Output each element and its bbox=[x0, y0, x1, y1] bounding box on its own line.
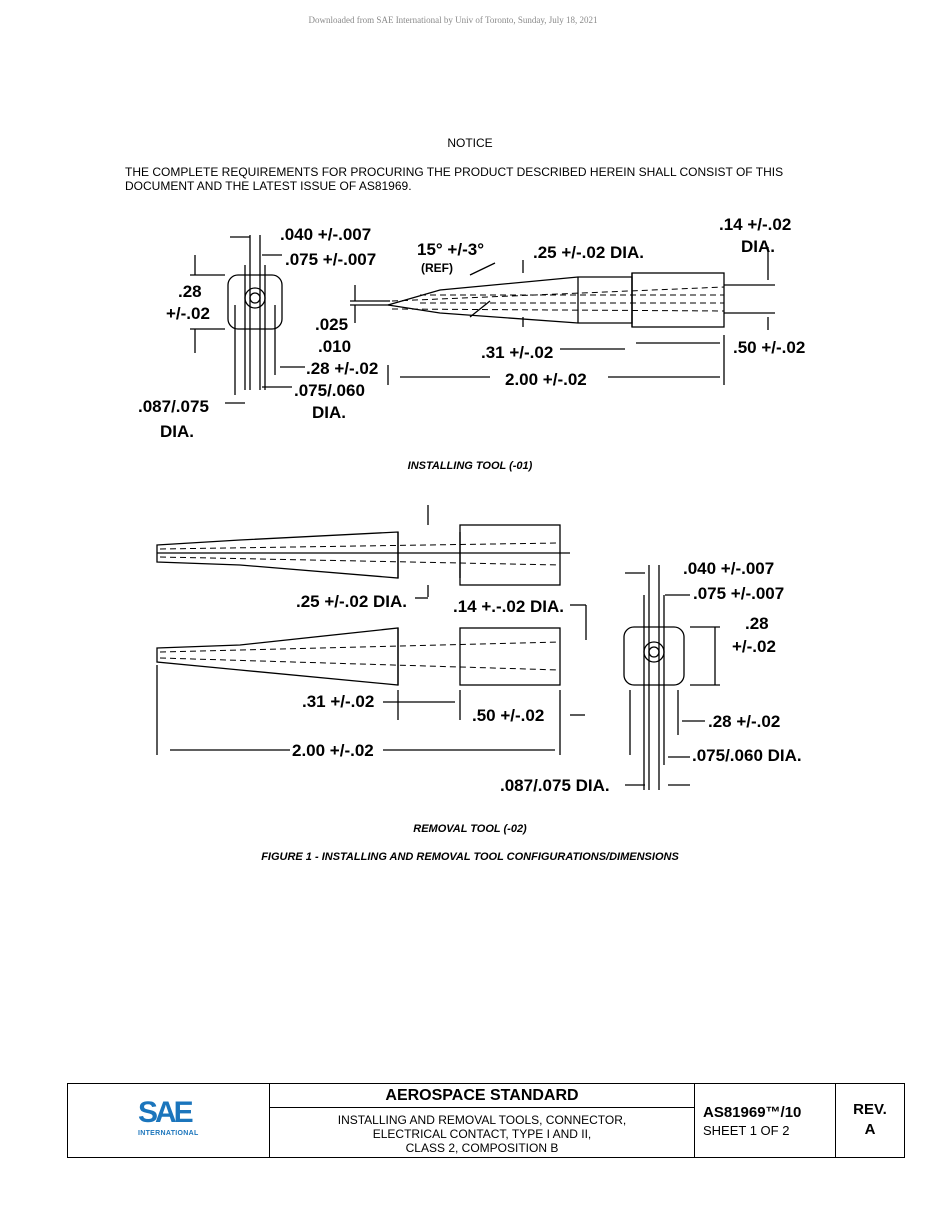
end-view-hole-outer bbox=[244, 287, 266, 309]
dim-010: .010 bbox=[318, 337, 351, 356]
figure-caption: FIGURE 1 - INSTALLING AND REMOVAL TOOL C… bbox=[261, 851, 679, 863]
installing-tool-caption: INSTALLING TOOL (-01) bbox=[407, 460, 533, 472]
dim-14-a: .14 +/-.02 bbox=[719, 215, 791, 234]
rm-dim-28-a: .28 bbox=[745, 614, 769, 633]
dim-25: .25 +/-.02 DIA. bbox=[533, 243, 644, 262]
standard-description: INSTALLING AND REMOVAL TOOLS, CONNECTOR,… bbox=[270, 1108, 694, 1155]
rm-dim-040: .040 +/-.007 bbox=[683, 559, 774, 578]
removal-tool-drawing: .25 +/-.02 DIA. .14 +.-.02 DIA. .31 +/-.… bbox=[156, 505, 802, 795]
removal-tool-lower-handle bbox=[459, 627, 561, 686]
dim-075: .075 +/-.007 bbox=[285, 250, 376, 269]
rm-dim-075060: .075/.060 DIA. bbox=[692, 746, 802, 765]
removal-end-view-body bbox=[623, 626, 685, 686]
dim-28-b: +/-.02 bbox=[166, 304, 210, 323]
revision-value: A bbox=[864, 1121, 876, 1138]
dim-025: .025 bbox=[315, 315, 348, 334]
notice-title: NOTICE bbox=[447, 136, 493, 150]
dim-ref: (REF) bbox=[421, 261, 453, 275]
sae-logo-sub: INTERNATIONAL bbox=[138, 1130, 199, 1137]
installing-tool-drawing: .040 +/-.007 .075 +/-.007 .28 +/-.02 .02… bbox=[138, 215, 805, 441]
notice-body: THE COMPLETE REQUIREMENTS FOR PROCURING … bbox=[125, 165, 784, 193]
removal-tool-caption: REMOVAL TOOL (-02) bbox=[413, 823, 527, 835]
dim-075060-a: .075/.060 bbox=[294, 381, 365, 400]
dim-200: 2.00 +/-.02 bbox=[505, 370, 587, 389]
revision-label: REV. bbox=[853, 1101, 887, 1118]
document-cell: AS81969™/10 SHEET 1 OF 2 bbox=[695, 1084, 836, 1157]
download-watermark: Downloaded from SAE International by Uni… bbox=[308, 15, 598, 25]
dim-087-b: DIA. bbox=[160, 422, 194, 441]
removal-tool-lower-tip bbox=[156, 627, 399, 686]
rm-dim-087: .087/.075 DIA. bbox=[500, 776, 610, 795]
removal-tool-upper-tip bbox=[156, 531, 399, 579]
removal-end-view-hole-outer bbox=[643, 641, 665, 663]
end-view-body bbox=[227, 274, 283, 330]
sae-logo: SAE bbox=[138, 1096, 194, 1129]
rm-dim-25: .25 +/-.02 DIA. bbox=[296, 592, 407, 611]
dim-31: .31 +/-.02 bbox=[481, 343, 553, 362]
dim-angle: 15° +/-3° bbox=[417, 240, 484, 259]
dim-087-a: .087/.075 bbox=[138, 397, 209, 416]
installing-tool-handle bbox=[631, 272, 725, 328]
rm-dim-28-b: +/-.02 bbox=[732, 637, 776, 656]
removal-end-view-hole-inner bbox=[648, 646, 660, 658]
rm-dim-14: .14 +.-.02 DIA. bbox=[453, 597, 564, 616]
dim-28-c: .28 +/-.02 bbox=[306, 359, 378, 378]
dim-14-b: DIA. bbox=[741, 237, 775, 256]
description-line: INSTALLING AND REMOVAL TOOLS, CONNECTOR, bbox=[337, 1113, 627, 1127]
description-line: CLASS 2, COMPOSITION B bbox=[405, 1141, 559, 1155]
logo-cell: SAE INTERNATIONAL bbox=[68, 1084, 270, 1157]
end-view-hole-inner bbox=[249, 292, 261, 304]
revision-cell: REV. A bbox=[836, 1084, 904, 1157]
dim-075060-b: DIA. bbox=[312, 403, 346, 422]
title-block: SAE INTERNATIONAL AEROSPACE STANDARD INS… bbox=[67, 1083, 905, 1158]
rm-dim-200: 2.00 +/-.02 bbox=[292, 741, 374, 760]
document-number: AS81969™/10 bbox=[703, 1104, 802, 1121]
sheet-number: SHEET 1 OF 2 bbox=[703, 1123, 790, 1138]
rm-dim-50: .50 +/-.02 bbox=[472, 706, 544, 725]
rm-dim-31: .31 +/-.02 bbox=[302, 692, 374, 711]
rm-dim-28-c: .28 +/-.02 bbox=[708, 712, 780, 731]
dim-040: .040 +/-.007 bbox=[280, 225, 371, 244]
removal-tool-upper-handle bbox=[459, 524, 561, 586]
dim-28-a: .28 bbox=[178, 282, 202, 301]
rm-dim-075: .075 +/-.007 bbox=[693, 584, 784, 603]
description-line: ELECTRICAL CONTACT, TYPE I AND II, bbox=[372, 1127, 592, 1141]
standard-cell: AEROSPACE STANDARD INSTALLING AND REMOVA… bbox=[270, 1084, 695, 1157]
dim-50: .50 +/-.02 bbox=[733, 338, 805, 357]
standard-label: AEROSPACE STANDARD bbox=[270, 1084, 694, 1108]
